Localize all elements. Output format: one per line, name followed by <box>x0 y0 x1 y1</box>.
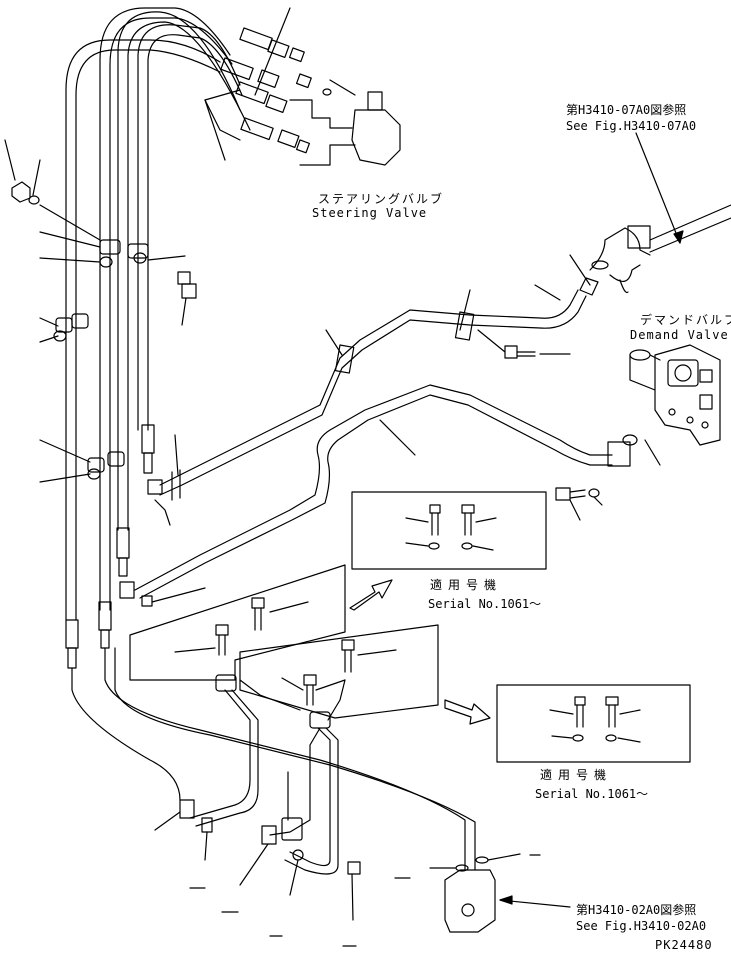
top-right-elbow <box>534 204 731 301</box>
serial-inset-box-2 <box>496 684 691 763</box>
drawing-code: PK24480 <box>655 938 713 952</box>
center-tubes <box>189 679 346 875</box>
ref-top-label-jp: 第H3410-07A0図参照 <box>566 103 687 117</box>
ref-top-label-en: See Fig.H3410-07A0 <box>566 119 697 133</box>
demand-valve-bolt <box>555 487 603 521</box>
callout-frames <box>129 564 439 719</box>
arrow-to-inset-1 <box>349 579 393 611</box>
hose-bundle <box>65 7 251 621</box>
demand-valve <box>622 344 721 466</box>
leader-lines-top <box>204 7 356 161</box>
lower-valve-block <box>429 853 571 933</box>
arrow-to-inset-2 <box>444 699 491 725</box>
ref-arrow-top <box>635 132 684 244</box>
demand-valve-label-en: Demand Valve <box>630 328 729 342</box>
left-hardware <box>4 139 101 241</box>
hose-clamps <box>39 231 197 483</box>
serial-label-jp-2: 適用号機 <box>540 768 613 782</box>
steering-valve-label-en: Steering Valve <box>312 206 428 220</box>
upper-tube-bolt <box>325 289 571 359</box>
steering-valve <box>289 91 401 166</box>
serial-label-jp-1: 適用号機 <box>430 578 503 592</box>
serial-inset-box-1 <box>351 491 547 570</box>
steering-valve-label-jp: ステアリングバルブ <box>318 192 445 206</box>
lower-tube <box>119 384 631 607</box>
upper-tube <box>147 289 587 526</box>
steering-fittings <box>220 27 332 154</box>
serial-label-en-2: Serial No.1061～ <box>535 787 649 801</box>
ref-bottom-label-jp: 第H3410-02A0図参照 <box>576 903 697 917</box>
ref-bottom-label-en: See Fig.H3410-02A0 <box>576 919 707 933</box>
demand-valve-label-jp: デマンドバルブ <box>640 313 731 327</box>
lower-hardware <box>154 771 411 947</box>
serial-label-en-1: Serial No.1061～ <box>428 597 542 611</box>
lower-hoses <box>71 647 476 871</box>
center-bolts <box>174 597 397 706</box>
